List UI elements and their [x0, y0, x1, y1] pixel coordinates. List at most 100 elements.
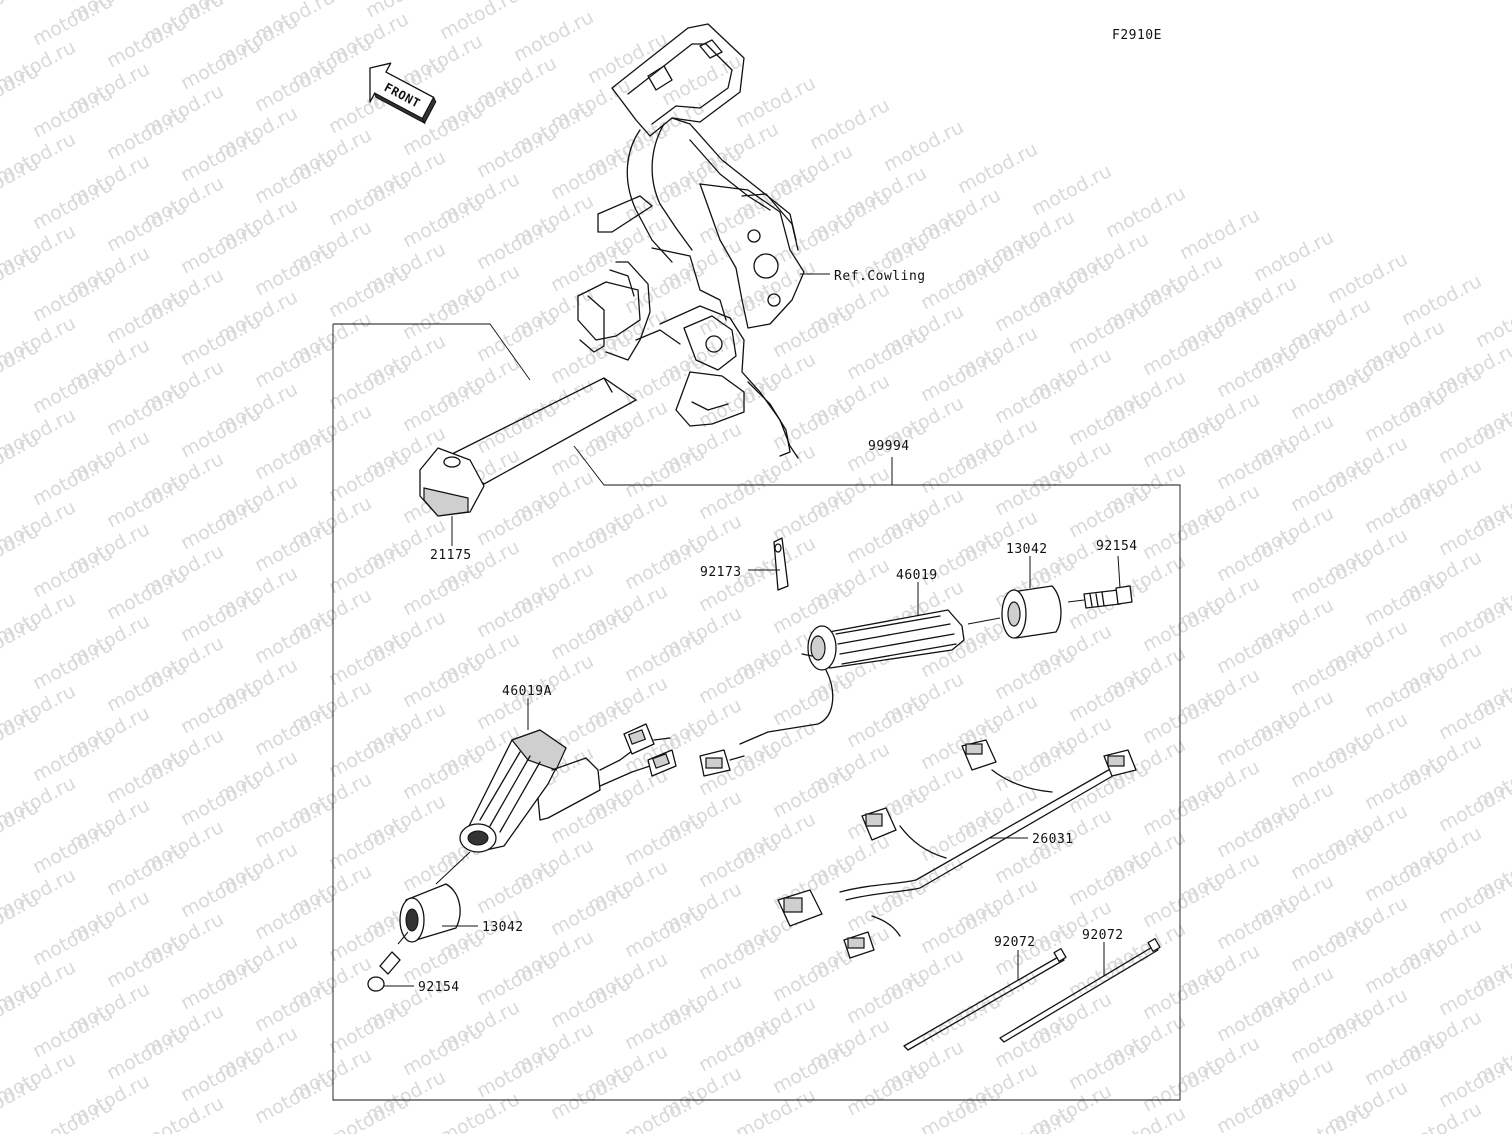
- watermark-text: motod.ru: [29, 910, 116, 970]
- watermark-text: motod.ru: [251, 424, 338, 484]
- watermark-text: motod.ru: [177, 862, 264, 922]
- watermark-text: motod.ru: [843, 968, 930, 1028]
- figure-code: F2910E: [1112, 28, 1162, 43]
- watermark-text: motod.ru: [695, 648, 782, 708]
- grip-connector: [699, 749, 745, 777]
- watermark-text: motod.ru: [510, 6, 597, 66]
- part-label-13042-right: 13042: [1006, 542, 1048, 557]
- watermark-text: motod.ru: [1213, 342, 1300, 402]
- watermark-text: motod.ru: [917, 346, 1004, 406]
- watermark-text: motod.ru: [251, 332, 338, 392]
- watermark-text: motod.ru: [991, 368, 1078, 428]
- watermark-text: motod.ru: [1361, 478, 1448, 538]
- watermark-text: motod.ru: [1065, 390, 1152, 450]
- watermark-text: motod.ru: [177, 586, 264, 646]
- watermark-text: motod.ru: [325, 998, 412, 1058]
- watermark-text: motod.ru: [621, 810, 708, 870]
- watermark-text: motod.ru: [103, 1024, 190, 1084]
- watermark-text: motod.ru: [177, 218, 264, 278]
- part-label-92154-right: 92154: [1096, 539, 1138, 554]
- bolt-92154-right: [1067, 585, 1133, 609]
- watermark-text: motod.ru: [1065, 666, 1152, 726]
- watermark-text: motod.ru: [325, 446, 412, 506]
- part-label-92173: 92173: [700, 565, 742, 580]
- part-label-99994: 99994: [868, 439, 910, 454]
- watermark-text: motod.ru: [843, 508, 930, 568]
- watermark-text: motod.ru: [1361, 662, 1448, 722]
- watermark-text: motod.ru: [1139, 1056, 1226, 1116]
- watermark-text: motod.ru: [621, 442, 708, 502]
- watermark-text: motod.ru: [621, 994, 708, 1054]
- watermark-text: motod.ru: [103, 472, 190, 532]
- watermark-text: motod.ru: [917, 806, 1004, 866]
- watermark-text: motod.ru: [917, 254, 1004, 314]
- watermark-text: motod.ru: [621, 902, 708, 962]
- watermark-text: motod.ru: [547, 236, 634, 296]
- watermark-text: motod.ru: [399, 652, 486, 712]
- watermark-text: motod.ru: [325, 170, 412, 230]
- watermark-text: motod.ru: [769, 670, 856, 730]
- watermark-text: motod.ru: [1139, 688, 1226, 748]
- watermark-text: motod.ru: [29, 0, 116, 50]
- watermark-text: motod.ru: [991, 276, 1078, 336]
- watermark-text: motod.ru: [1139, 964, 1226, 1024]
- watermark-text: motod.ru: [1361, 754, 1448, 814]
- watermark-text: motod.ru: [399, 560, 486, 620]
- watermark-text: motod.ru: [473, 858, 560, 918]
- watermark-text: motod.ru: [1287, 640, 1374, 700]
- watermark-text: motod.ru: [1065, 942, 1152, 1002]
- watermark-text: motod.ru: [917, 1082, 1004, 1134]
- watermark-text: motod.ru: [29, 542, 116, 602]
- watermark-text: motod.ru: [0, 0, 42, 28]
- watermark-text: motod.ru: [843, 876, 930, 936]
- watermark-text: motod.ru: [251, 792, 338, 852]
- part-label-13042-left: 13042: [482, 920, 524, 935]
- watermark-text: motod.ru: [1287, 732, 1374, 792]
- part-label-21175: 21175: [430, 548, 472, 563]
- watermark-text: motod.ru: [325, 814, 412, 874]
- watermark-text: motod.ru: [1324, 248, 1411, 308]
- watermark-text: motod.ru: [547, 144, 634, 204]
- part-label-92072-b: 92072: [1082, 928, 1124, 943]
- watermark-text: motod.ru: [399, 744, 486, 804]
- part-label-92072-a: 92072: [994, 935, 1036, 950]
- watermark-text: motod.ru: [695, 1016, 782, 1076]
- watermark-text: motod.ru: [103, 932, 190, 992]
- watermark-text: motod.ru: [695, 924, 782, 984]
- watermark-text: motod.ru: [917, 714, 1004, 774]
- watermark-text: motod.ru: [1250, 226, 1337, 286]
- watermark-text: motod.ru: [473, 306, 560, 366]
- watermark-text: motod.ru: [29, 82, 116, 142]
- watermark-text: motod.ru: [1065, 1034, 1152, 1094]
- watermark-text: motod.ru: [251, 700, 338, 760]
- watermark-text: motod.ru: [547, 420, 634, 480]
- watermark-text: motod.ru: [547, 972, 634, 1032]
- watermark-text: motod.ru: [1213, 618, 1300, 678]
- watermark-text: motod.ru: [399, 284, 486, 344]
- watermark-text: motod.ru: [1065, 850, 1152, 910]
- watermark-text: motod.ru: [769, 946, 856, 1006]
- watermark-text: motod.ru: [621, 534, 708, 594]
- watermark-text: motod.ru: [621, 626, 708, 686]
- watermark-text: motod.ru: [103, 104, 190, 164]
- ref-cowling-label: Ref.Cowling: [834, 269, 926, 284]
- watermark-text: motod.ru: [1398, 270, 1485, 330]
- watermark-text: motod.ru: [325, 262, 412, 322]
- watermark-text: motod.ru: [806, 94, 893, 154]
- watermark-text: motod.ru: [843, 692, 930, 752]
- grip-46019A: [459, 729, 651, 853]
- watermark-text: motod.ru: [1213, 1078, 1300, 1134]
- watermark-text: motod.ru: [325, 906, 412, 966]
- watermark-text: motod.ru: [991, 736, 1078, 796]
- watermark-text: motod.ru: [621, 258, 708, 318]
- watermark-text: motod.ru: [1139, 596, 1226, 656]
- watermark-text: motod.ru: [1028, 160, 1115, 220]
- watermark-text: motod.ru: [29, 174, 116, 234]
- part-label-46019A: 46019A: [502, 684, 552, 699]
- watermark-text: motod.ru: [103, 564, 190, 624]
- watermark-text: motod.ru: [399, 376, 486, 436]
- watermark-text: motod.ru: [29, 1094, 116, 1134]
- grip-46019: [739, 609, 965, 745]
- watermark-text: motod.ru: [325, 630, 412, 690]
